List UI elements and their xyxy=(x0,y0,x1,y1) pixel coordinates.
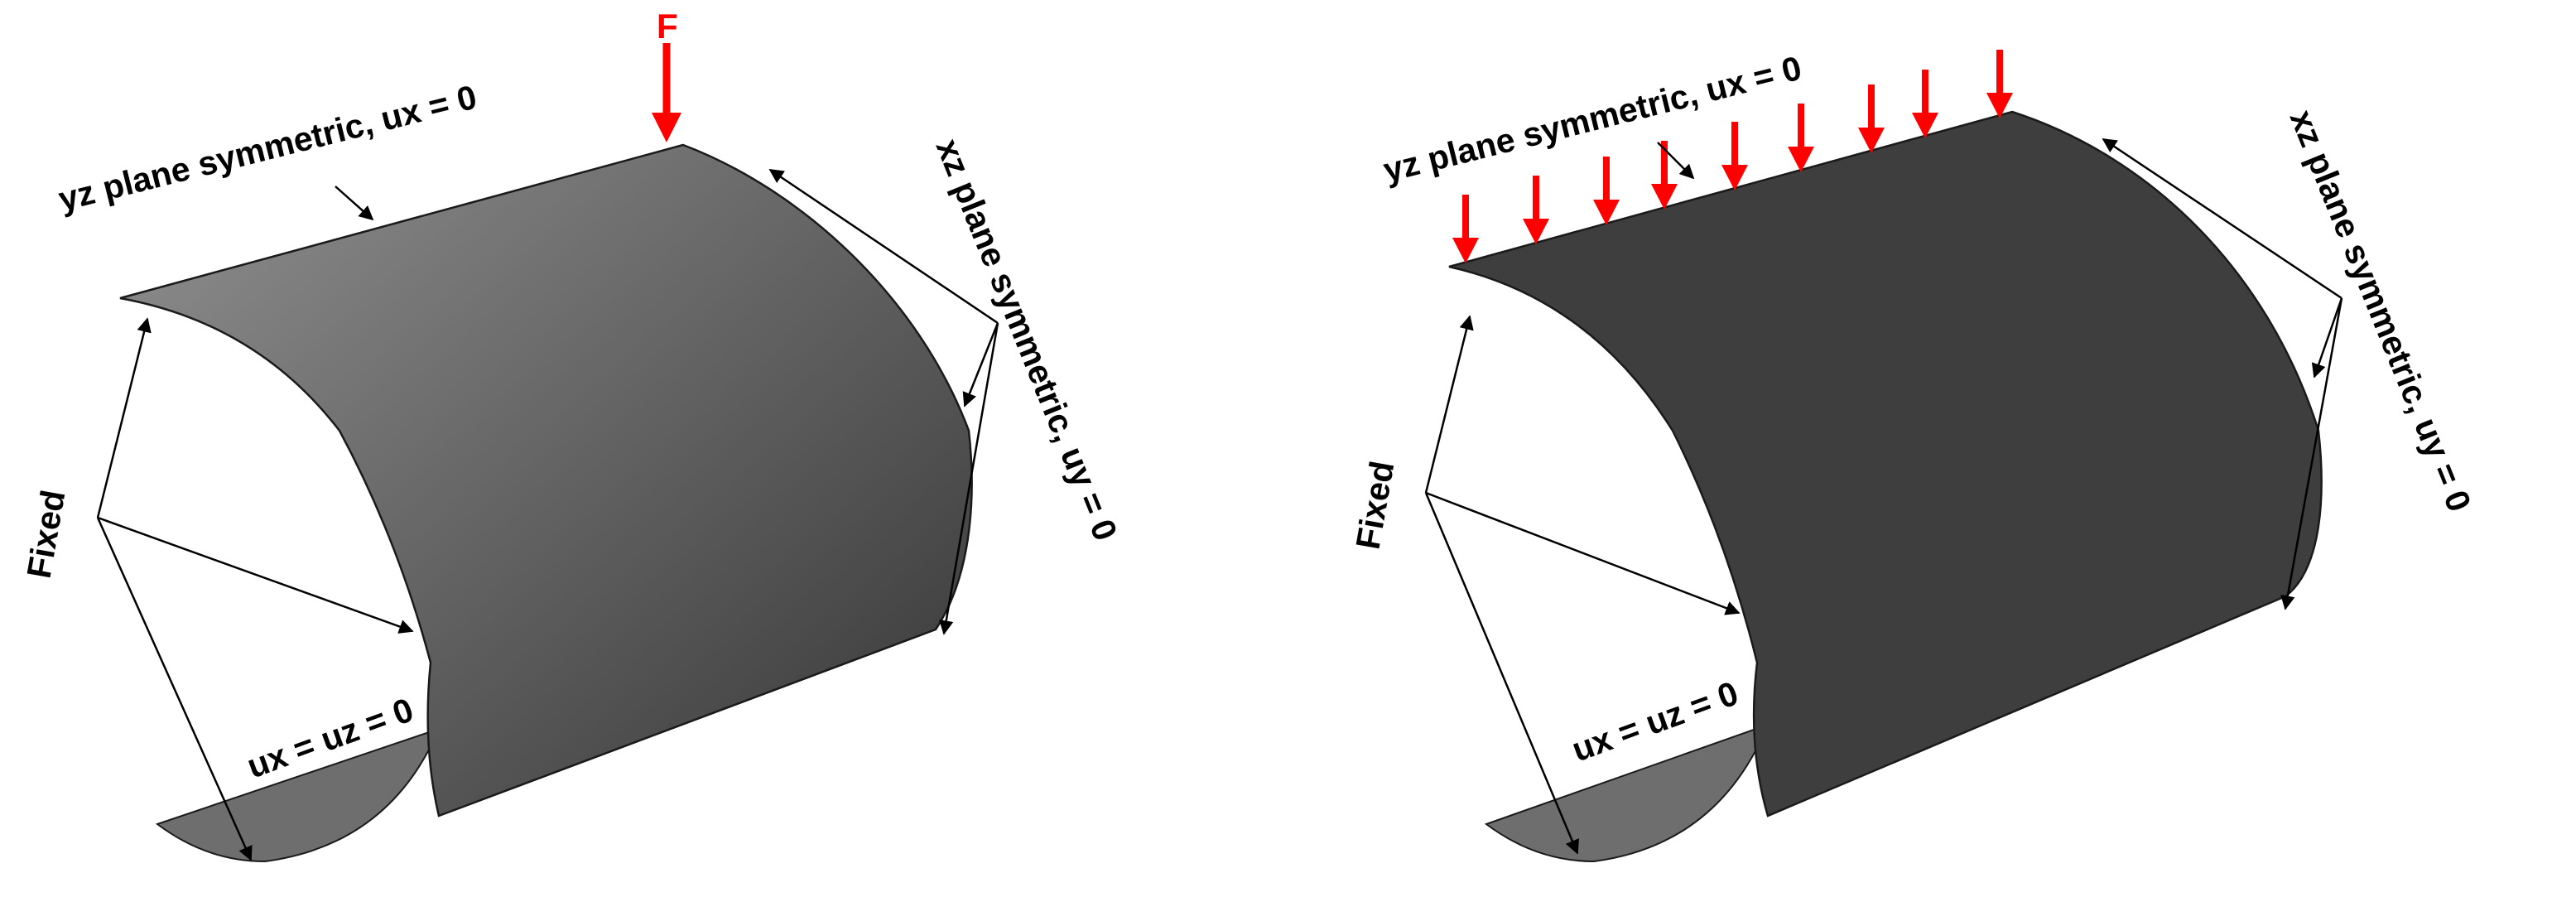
fixed-leader-3 xyxy=(1424,492,1579,855)
xz-leader-1 xyxy=(2102,137,2342,300)
shell-inner-bottom xyxy=(1484,723,1769,863)
yz-leader xyxy=(1657,142,1695,180)
load-arrow xyxy=(1452,195,1479,263)
xz-leader-3 xyxy=(2280,297,2343,610)
shell-surface xyxy=(119,143,973,817)
fixed-label: Fixed xyxy=(20,487,73,581)
load-arrow xyxy=(1986,50,2013,118)
load-arrow xyxy=(1788,104,1814,172)
model-point-load: F yz plane symmetric, ux = 0 xz plane sy… xyxy=(20,7,1125,863)
fixed-leader-1 xyxy=(96,317,152,518)
force-label: F xyxy=(657,7,678,46)
xz-leader-2 xyxy=(2311,297,2343,379)
fixed-leader-2 xyxy=(1425,491,1741,615)
fixed-label: Fixed xyxy=(1349,458,1402,552)
xz-leader-2 xyxy=(962,322,999,408)
fixed-leader-3 xyxy=(96,517,253,861)
shell-surface xyxy=(1448,110,2323,817)
load-arrow xyxy=(1523,176,1549,244)
model-distributed-load: yz plane symmetric, ux = 0 xz plane symm… xyxy=(1349,49,2479,863)
load-arrow xyxy=(1593,157,1620,225)
xz-leader-1 xyxy=(768,168,999,325)
fixed-leader-1 xyxy=(1424,315,1474,494)
load-arrow xyxy=(1912,70,1938,138)
distributed-load-arrows xyxy=(1452,50,2013,263)
yz-symmetry-label: yz plane symmetric, ux = 0 xyxy=(55,78,480,219)
xz-leader-3 xyxy=(939,322,999,635)
yz-leader xyxy=(335,186,374,221)
shell-inner-bottom xyxy=(155,727,441,863)
fixed-leader-2 xyxy=(97,516,414,634)
load-arrow xyxy=(1858,84,1885,153)
point-load-arrow xyxy=(652,43,681,142)
load-arrow xyxy=(1721,122,1748,190)
load-arrow xyxy=(1651,141,1678,210)
